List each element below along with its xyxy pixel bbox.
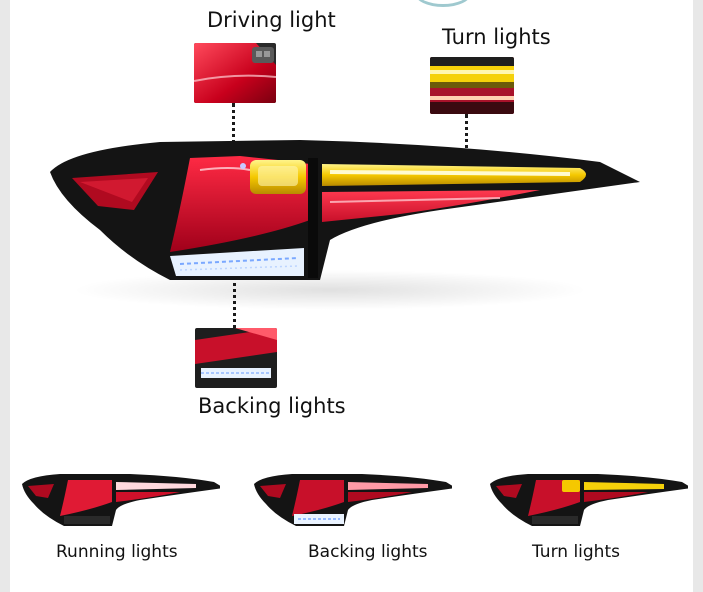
turn-lights-label: Turn lights xyxy=(442,25,551,49)
driving-light-closeup xyxy=(194,43,276,103)
turn-lights-closeup xyxy=(430,57,514,114)
decorative-arc xyxy=(415,0,471,7)
backing-lights-leader xyxy=(233,266,236,328)
turn-lights-mode-label: Turn lights xyxy=(532,542,620,562)
backing-lights-mode-label: Backing lights xyxy=(308,542,428,562)
product-image: Driving light Turn lights Backing lights xyxy=(10,0,693,592)
main-tail-light xyxy=(50,140,640,280)
backing-lights-mode-image xyxy=(254,474,452,526)
running-lights-mode-image xyxy=(22,474,220,526)
backing-lights-closeup xyxy=(195,328,277,388)
driving-light-label: Driving light xyxy=(207,8,336,32)
backing-lights-label: Backing lights xyxy=(198,394,346,418)
lamp-shadow xyxy=(70,270,590,310)
driving-light-leader xyxy=(232,103,235,163)
running-lights-mode-label: Running lights xyxy=(56,542,178,562)
turn-lights-leader xyxy=(465,114,468,174)
turn-lights-mode-image xyxy=(490,474,688,526)
